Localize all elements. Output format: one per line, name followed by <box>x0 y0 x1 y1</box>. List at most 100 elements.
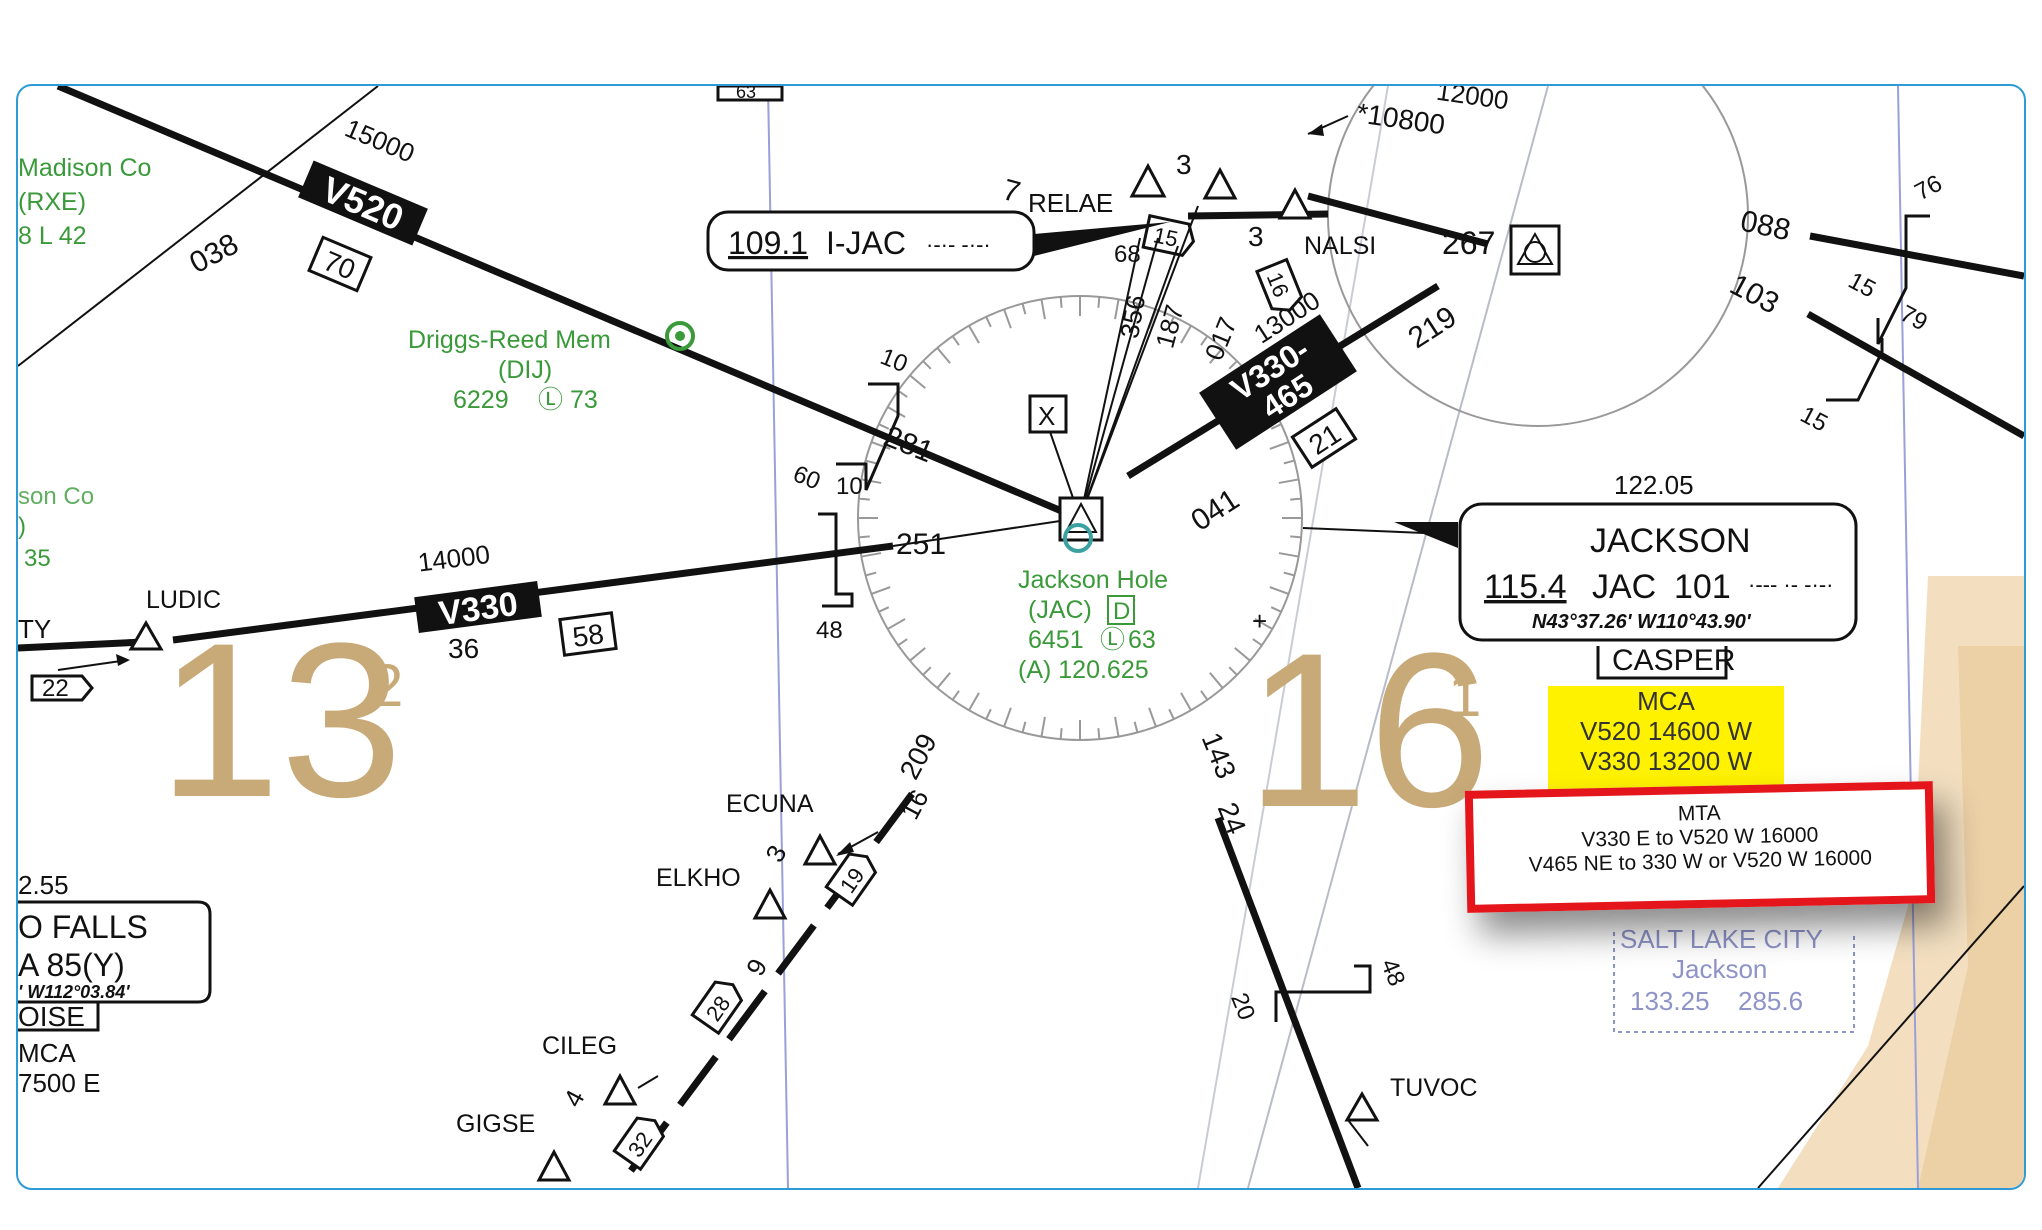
ludic-fix-icon[interactable] <box>128 619 164 651</box>
north-16-box: 16 <box>1254 257 1304 312</box>
driggs-ident: (DIJ) <box>498 356 552 384</box>
compass-tick <box>897 389 908 398</box>
jackson-fss: CASPER <box>1612 644 1735 677</box>
north-three-a: 3 <box>1176 149 1192 180</box>
jackson-hole-elev: 6451 <box>1028 626 1084 654</box>
compass-tick <box>858 497 870 501</box>
sw-19-box: 19 <box>824 852 878 908</box>
compass-tick <box>1114 299 1120 320</box>
radial-line <box>1079 237 1159 519</box>
relae-fix-icon[interactable] <box>1129 162 1167 198</box>
compass-tick <box>1209 672 1224 689</box>
chart-frame: 13 2 16 1 V520 15000 70 038 281 10 60 10… <box>16 84 2026 1190</box>
sw-32-box: 32 <box>612 1116 666 1172</box>
compass-tick <box>1148 707 1157 727</box>
north-seven: 7 <box>999 173 1024 209</box>
driggs-airport-icon[interactable] <box>665 321 695 351</box>
mta-callout: MTA V330 E to V520 W 16000 V465 NE to 33… <box>1464 781 1936 913</box>
jackson-vor-info-box[interactable] <box>1458 502 1858 642</box>
boundary-line <box>18 86 379 367</box>
cileg-fix-icon[interactable] <box>602 1072 638 1106</box>
compass-tick <box>1234 647 1251 662</box>
jackson-vor-freq: 115.4 <box>1484 568 1567 606</box>
jackson-hole-name: Jackson Hole <box>1018 566 1168 594</box>
compass-tick <box>985 708 992 720</box>
compass-tick <box>871 441 891 450</box>
jackson-hole-airport-icon[interactable] <box>1063 523 1093 553</box>
ludic-ty-label: TY <box>18 614 51 644</box>
jackson-hole-atis: (A) 120.625 <box>1018 656 1149 684</box>
v330-changeover-point <box>818 512 854 608</box>
east-cop-bottom: 79 <box>1896 300 1932 336</box>
compass-tick <box>1021 721 1027 733</box>
compass-tick <box>1040 299 1046 320</box>
compass-tick <box>1200 690 1209 701</box>
compass-tick <box>951 690 960 701</box>
x-box <box>1028 394 1068 434</box>
south-changeover-point <box>1274 964 1372 1022</box>
compass-tick <box>1228 360 1238 370</box>
compass-tick <box>1003 707 1012 727</box>
fix-icon <box>1202 166 1238 200</box>
compass-tick <box>1114 716 1120 737</box>
compass-tick <box>968 325 980 344</box>
localizer-ident: I-JAC <box>826 225 906 261</box>
compass-tick <box>1040 716 1046 737</box>
west-airport-num: 35 <box>24 545 51 572</box>
ecuna-label: ECUNA <box>726 790 814 818</box>
compass-tick <box>936 672 951 689</box>
west-airport-name: son Co <box>18 483 94 510</box>
west-fss-box <box>18 1002 100 1032</box>
gigse-fix-icon[interactable] <box>536 1148 572 1182</box>
west-vor-mca-value: 7500 E <box>18 1068 100 1098</box>
jackson-hole-runway: 63 <box>1128 626 1156 654</box>
v330-465-radial-sw: 041 <box>1185 483 1245 538</box>
compass-tick <box>968 692 980 711</box>
salt-lake-freq2: 285.6 <box>1738 986 1803 1016</box>
salt-lake-box <box>1613 932 1855 1033</box>
compass-tick <box>1133 721 1139 733</box>
ecuna-fix-icon[interactable] <box>802 832 838 866</box>
west-vor-freq: 2.55 <box>18 870 69 900</box>
compass-tick <box>909 374 926 389</box>
radial-017: 017 <box>1199 313 1243 364</box>
nalsi-fix-icon[interactable] <box>1277 186 1313 220</box>
compass-tick <box>1270 606 1282 613</box>
v520-radial-sw: 038 <box>184 227 244 280</box>
relae-label: RELAE <box>1028 188 1113 218</box>
compass-tick <box>1290 497 1302 501</box>
elkho-fix-icon[interactable] <box>752 886 788 920</box>
compass-tick <box>1254 618 1273 630</box>
south-airway[interactable] <box>1214 816 1362 1188</box>
boundary-line <box>1197 86 1389 1188</box>
compass-tick <box>1059 728 1063 740</box>
radial-356: 356 <box>1114 293 1151 341</box>
v520-mileage-box: 70 <box>307 235 373 293</box>
compass-tick <box>1252 638 1263 647</box>
compass-tick <box>1278 552 1299 558</box>
sw-sixteen: 16 <box>894 785 934 825</box>
boundary-line <box>1757 885 2024 1188</box>
plus-mark: + <box>1252 606 1267 636</box>
cileg-label: CILEG <box>542 1032 617 1060</box>
compass-tick <box>1283 571 1295 577</box>
west-vor-info-box[interactable] <box>18 900 212 1004</box>
tuvoc-fix-icon[interactable] <box>1344 1090 1380 1122</box>
compass-tick <box>1097 296 1101 308</box>
tuvoc-label: TUVOC <box>1390 1074 1478 1102</box>
jackson-hole-ident: (JAC) <box>1028 596 1092 624</box>
compass-tick <box>985 316 992 328</box>
ludic-22: 22 <box>42 675 69 702</box>
jackson-lighting-icon: Ⓛ <box>1100 626 1125 654</box>
compass-tick <box>1180 692 1192 711</box>
north-three-b: 3 <box>1248 221 1264 252</box>
compass-tick <box>1168 708 1175 720</box>
v330-shield: V330 <box>414 581 542 633</box>
driggs-lighting-icon: Ⓛ <box>538 386 563 414</box>
jackson-freq-above: 122.05 <box>1614 470 1694 500</box>
v520-airway[interactable] <box>56 86 1080 522</box>
east-lower-changeover <box>1826 338 1884 402</box>
jackson-vor-coords: N43°37.26' W110°43.90' <box>1532 611 1752 633</box>
east-upper-changeover <box>1876 214 1930 345</box>
sw-28-box: 28 <box>690 980 744 1036</box>
